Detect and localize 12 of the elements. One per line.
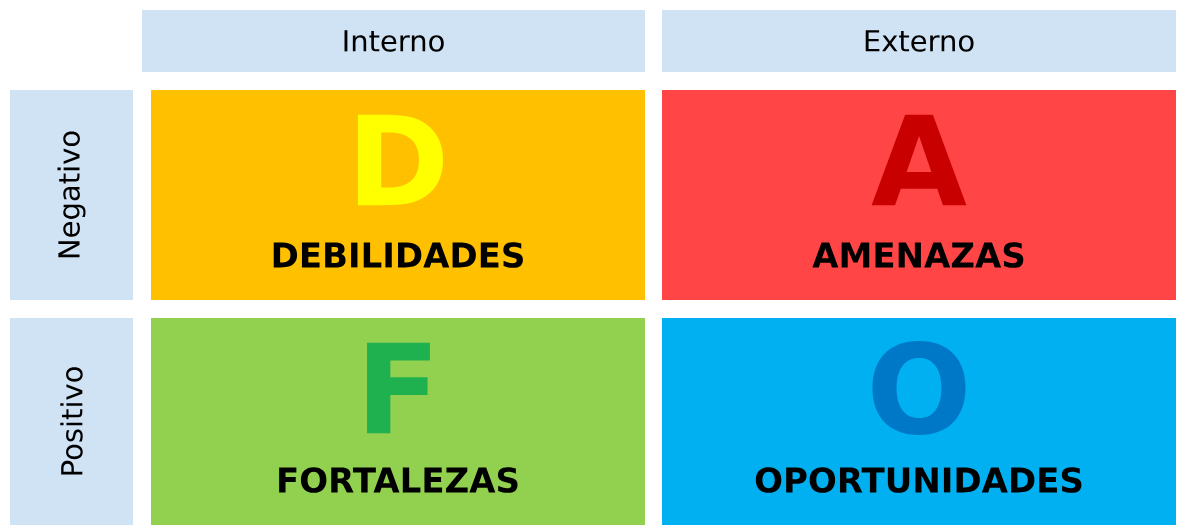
quadrant-box: F FORTALEZAS xyxy=(151,318,645,525)
header-box: Positivo xyxy=(10,318,133,525)
big-letter: A xyxy=(871,114,967,206)
header-box: Externo xyxy=(662,10,1176,72)
header-box: Negativo xyxy=(10,90,133,300)
big-letter: F xyxy=(367,342,430,434)
header-box: Interno xyxy=(142,10,645,72)
big-letter: O xyxy=(872,341,966,435)
quadrant-box: O OPORTUNIDADES xyxy=(662,318,1176,525)
quadrant-box: A AMENAZAS xyxy=(662,90,1176,300)
quadrant-box: D DEBILIDADES xyxy=(151,90,645,300)
big-letter: D xyxy=(357,114,443,206)
